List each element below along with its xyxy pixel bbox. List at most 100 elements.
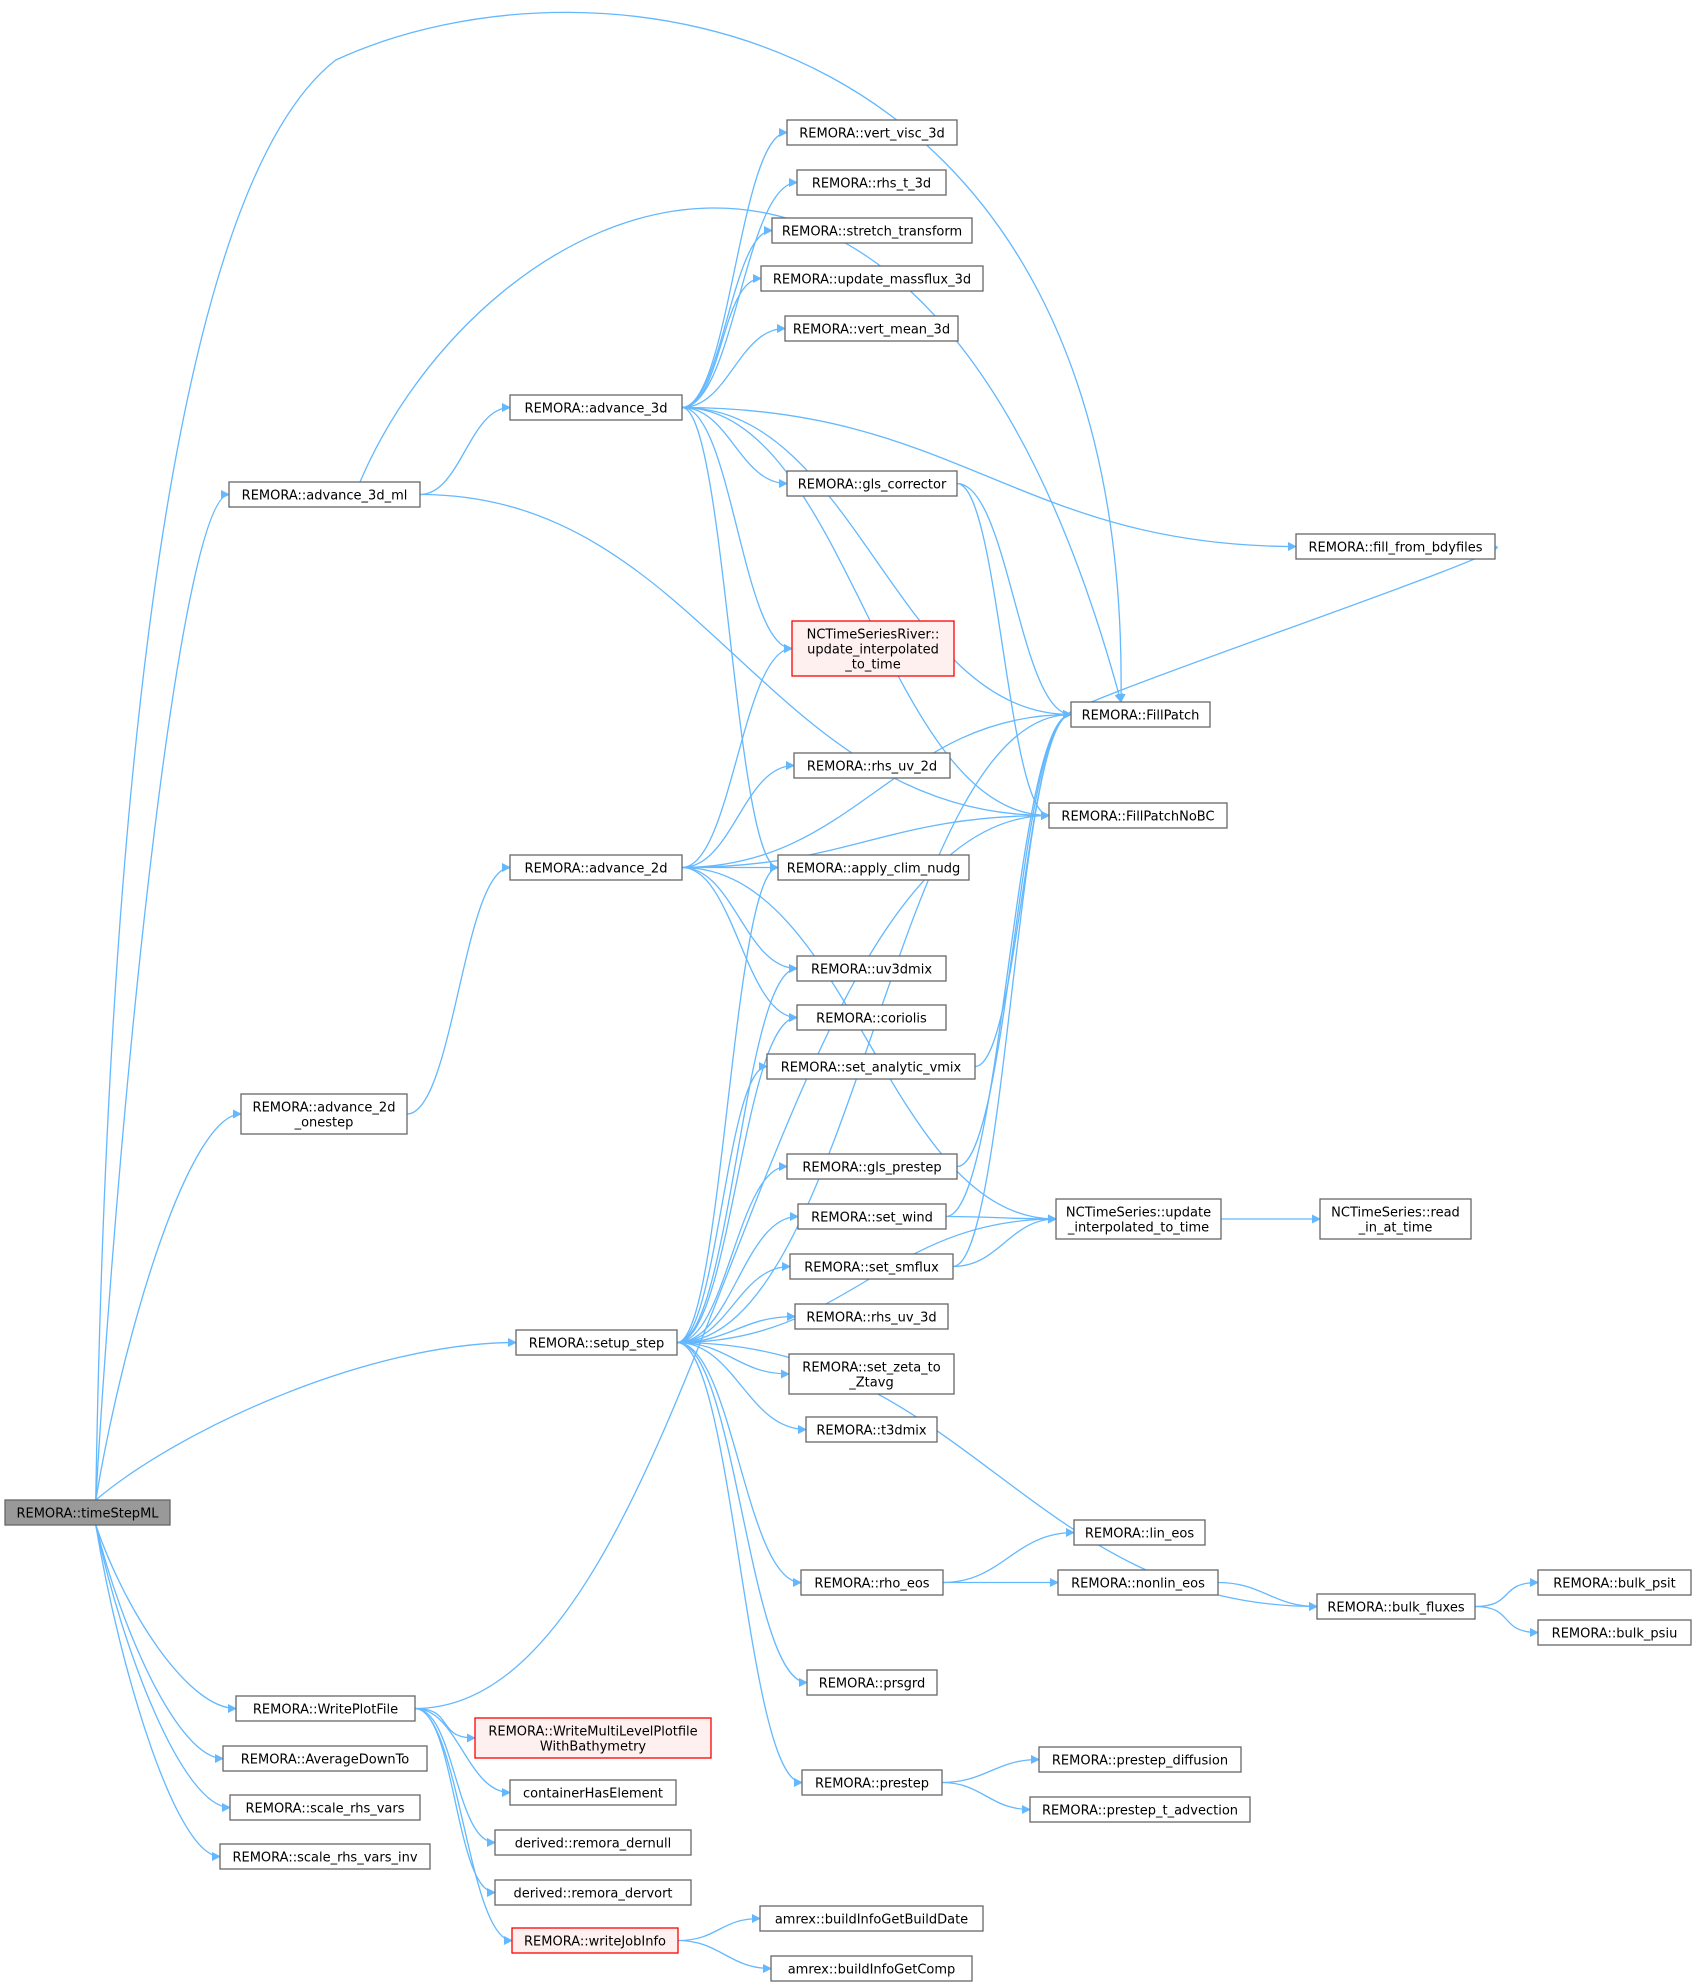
node-box: [509, 854, 683, 881]
node-label: _onestep: [294, 1116, 354, 1131]
node-label: REMORA::set_zeta_to: [802, 1361, 940, 1376]
edge-WritePlotFile-to-containerHasElement: [414, 1707, 511, 1797]
node-containerHasElement[interactable]: containerHasElement: [509, 1779, 677, 1806]
node-label: REMORA::fill_from_bdyfiles: [1308, 541, 1482, 556]
node-label: REMORA::AverageDownTo: [241, 1753, 410, 1768]
node-label: REMORA::advance_2d: [253, 1101, 396, 1116]
node-box: [4, 1499, 171, 1526]
node-prestep[interactable]: REMORA::prestep: [801, 1769, 943, 1796]
node-set_wind[interactable]: REMORA::set_wind: [797, 1203, 947, 1230]
node-box: [494, 1879, 692, 1906]
node-label: REMORA::FillPatchNoBC: [1061, 810, 1214, 825]
node-box: [796, 955, 947, 982]
node-remora_dervort[interactable]: derived::remora_dervort: [494, 1879, 692, 1906]
node-label: REMORA::set_wind: [811, 1211, 933, 1226]
node-box: [509, 1779, 677, 1806]
node-bulk_psit[interactable]: REMORA::bulk_psit: [1537, 1569, 1692, 1596]
node-update_massflux_3d[interactable]: REMORA::update_massflux_3d: [760, 265, 984, 292]
node-fill_from_bdyfiles[interactable]: REMORA::fill_from_bdyfiles: [1295, 533, 1496, 560]
node-FillPatch[interactable]: REMORA::FillPatch: [1070, 701, 1211, 728]
node-coriolis[interactable]: REMORA::coriolis: [796, 1004, 947, 1031]
node-label: NCTimeSeries::read: [1331, 1206, 1460, 1221]
node-label: REMORA::lin_eos: [1085, 1527, 1195, 1542]
node-buildInfoGetComp[interactable]: amrex::buildInfoGetComp: [770, 1955, 973, 1982]
node-label: REMORA::prsgrd: [819, 1677, 926, 1692]
edge-prestep-to-prestep_t_advection: [941, 1781, 1031, 1814]
node-label: containerHasElement: [523, 1787, 663, 1802]
node-label: REMORA::bulk_psit: [1553, 1577, 1676, 1592]
node-advance_2d_onestep[interactable]: REMORA::advance_2d_onestep: [240, 1093, 408, 1135]
edge-timeStepML-to-FillPatch: [95, 11, 1126, 1501]
node-label: REMORA::prestep_diffusion: [1052, 1754, 1228, 1769]
node-rhs_uv_3d[interactable]: REMORA::rhs_uv_3d: [794, 1303, 949, 1330]
edge-gls_prestep-to-FillPatch: [956, 710, 1072, 1168]
node-scale_rhs_vars[interactable]: REMORA::scale_rhs_vars: [229, 1794, 421, 1821]
node-advance_3d_ml[interactable]: REMORA::advance_3d_ml: [228, 481, 421, 508]
edge-gls_corrector-to-FillPatch: [956, 482, 1072, 719]
edge-timeStepML-to-scale_rhs_vars_inv: [95, 1524, 221, 1861]
node-rhs_t_3d[interactable]: REMORA::rhs_t_3d: [796, 169, 947, 196]
node-setup_step[interactable]: REMORA::setup_step: [515, 1329, 678, 1356]
node-label: REMORA::scale_rhs_vars: [245, 1802, 404, 1817]
node-timeStepML[interactable]: REMORA::timeStepML: [4, 1499, 171, 1526]
node-label: derived::remora_dernull: [515, 1837, 671, 1852]
edge-writeJobInfo-to-buildInfoGetBuildDate: [677, 1914, 761, 1942]
node-advance_2d[interactable]: REMORA::advance_2d: [509, 854, 683, 881]
node-lin_eos[interactable]: REMORA::lin_eos: [1073, 1519, 1206, 1546]
node-label: update_interpolated: [807, 643, 939, 658]
node-WritePlotFile[interactable]: REMORA::WritePlotFile: [235, 1695, 416, 1722]
edge-set_smflux-to-NCTS_update: [952, 1214, 1057, 1268]
node-uv3dmix[interactable]: REMORA::uv3dmix: [796, 955, 947, 982]
edge-timeStepML-to-setup_step: [95, 1338, 517, 1501]
node-gls_prestep[interactable]: REMORA::gls_prestep: [786, 1153, 958, 1180]
node-bulk_fluxes[interactable]: REMORA::bulk_fluxes: [1316, 1593, 1476, 1620]
node-label: REMORA::writeJobInfo: [524, 1935, 666, 1950]
node-NCTS_update[interactable]: NCTimeSeries::update_interpolated_to_tim…: [1055, 1198, 1222, 1240]
node-box: [796, 1004, 947, 1031]
node-box: [235, 1695, 416, 1722]
node-set_zeta_to_Ztavg[interactable]: REMORA::set_zeta_to_Ztavg: [788, 1353, 955, 1395]
node-t3dmix[interactable]: REMORA::t3dmix: [805, 1416, 938, 1443]
node-label: REMORA::apply_clim_nudg: [787, 862, 960, 877]
node-label: amrex::buildInfoGetComp: [788, 1963, 956, 1978]
node-label: REMORA::gls_prestep: [802, 1161, 941, 1176]
node-writeJobInfo[interactable]: REMORA::writeJobInfo: [511, 1927, 679, 1954]
edge-WritePlotFile-to-FillPatchNoBC: [414, 811, 1050, 1710]
node-box: [228, 481, 421, 508]
node-WriteMultiLevel[interactable]: REMORA::WriteMultiLevelPlotfileWithBathy…: [474, 1717, 712, 1759]
node-label: REMORA::prestep_t_advection: [1042, 1804, 1238, 1819]
node-AverageDownTo[interactable]: REMORA::AverageDownTo: [222, 1745, 428, 1772]
node-bulk_psiu[interactable]: REMORA::bulk_psiu: [1537, 1619, 1692, 1646]
edge-advance_3d-to-NCTSRiver: [681, 406, 793, 653]
node-label: _interpolated_to_time: [1067, 1221, 1209, 1236]
edge-set_analytic_vmix-to-FillPatch: [974, 710, 1072, 1068]
node-vert_mean_3d[interactable]: REMORA::vert_mean_3d: [784, 315, 959, 342]
node-rho_eos[interactable]: REMORA::rho_eos: [800, 1569, 944, 1596]
edge-timeStepML-to-scale_rhs_vars: [95, 1524, 231, 1812]
node-set_analytic_vmix[interactable]: REMORA::set_analytic_vmix: [766, 1053, 976, 1080]
node-gls_corrector[interactable]: REMORA::gls_corrector: [786, 470, 958, 497]
node-remora_dernull[interactable]: derived::remora_dernull: [494, 1829, 692, 1856]
node-scale_rhs_vars_inv[interactable]: REMORA::scale_rhs_vars_inv: [219, 1843, 431, 1870]
node-FillPatchNoBC[interactable]: REMORA::FillPatchNoBC: [1048, 802, 1228, 829]
node-NCTSRiver[interactable]: NCTimeSeriesRiver::update_interpolated_t…: [791, 620, 955, 677]
node-rhs_uv_2d[interactable]: REMORA::rhs_uv_2d: [793, 752, 951, 779]
node-NCTS_read[interactable]: NCTimeSeries::read_in_at_time: [1319, 1198, 1472, 1240]
node-prestep_diffusion[interactable]: REMORA::prestep_diffusion: [1038, 1746, 1242, 1773]
node-advance_3d[interactable]: REMORA::advance_3d: [509, 394, 683, 421]
edge-advance_3d-to-gls_corrector: [681, 406, 788, 488]
edge-bulk_fluxes-to-bulk_psiu: [1474, 1605, 1539, 1637]
node-buildInfoGetBuildDate[interactable]: amrex::buildInfoGetBuildDate: [759, 1905, 984, 1932]
edge-advance_3d-to-FillPatch: [681, 406, 1072, 719]
node-apply_clim_nudg[interactable]: REMORA::apply_clim_nudg: [777, 854, 970, 881]
node-box: [801, 1769, 943, 1796]
edge-advance_3d-to-apply_clim_nudg: [681, 406, 779, 872]
node-set_smflux[interactable]: REMORA::set_smflux: [789, 1253, 954, 1280]
node-vert_visc_3d[interactable]: REMORA::vert_visc_3d: [786, 119, 958, 146]
node-label: REMORA::rhs_uv_2d: [807, 760, 937, 775]
node-nonlin_eos[interactable]: REMORA::nonlin_eos: [1057, 1569, 1219, 1596]
edge-advance_3d-to-vert_mean_3d: [681, 324, 786, 409]
node-prsgrd[interactable]: REMORA::prsgrd: [806, 1669, 938, 1696]
node-prestep_t_advection[interactable]: REMORA::prestep_t_advection: [1029, 1796, 1251, 1823]
node-stretch_transform[interactable]: REMORA::stretch_transform: [771, 217, 973, 244]
